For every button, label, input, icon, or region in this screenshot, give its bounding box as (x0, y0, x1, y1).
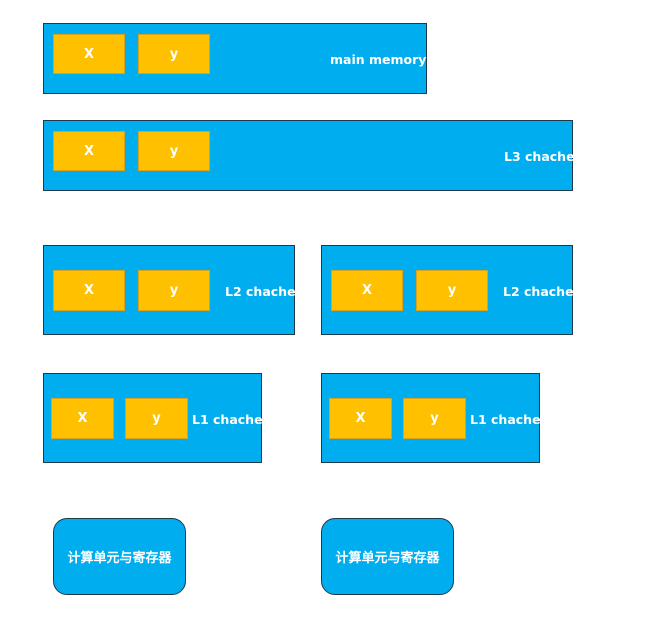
l2-left-x-cell: X (53, 270, 125, 311)
l3-cache-box: X y L3 chache (43, 120, 575, 191)
l2-left-y-cell: y (138, 270, 210, 311)
l1-right-x-cell: X (329, 398, 392, 439)
l2-right-y-cell: y (416, 270, 488, 311)
l2-cache-right-box: X y L2 chache (321, 245, 574, 335)
l1-right-label: L1 chache (470, 412, 541, 427)
l3-y-cell: y (138, 131, 210, 171)
l1-cache-right-box: X y L1 chache (321, 373, 541, 463)
main-memory-box: X y main memory (43, 23, 427, 94)
l1-right-y-cell: y (403, 398, 466, 439)
l2-cache-left-box: X y L2 chache (43, 245, 296, 335)
main-memory-y-cell: y (138, 34, 210, 74)
compute-unit-left: 计算单元与寄存器 (53, 518, 186, 595)
main-memory-x-cell: X (53, 34, 125, 74)
l3-cache-label: L3 chache (504, 149, 575, 164)
l1-left-y-cell: y (125, 398, 188, 439)
l2-right-label: L2 chache (503, 284, 574, 299)
l2-left-label: L2 chache (225, 284, 296, 299)
compute-unit-right: 计算单元与寄存器 (321, 518, 454, 595)
l1-left-x-cell: X (51, 398, 114, 439)
l2-right-x-cell: X (331, 270, 403, 311)
l1-cache-left-box: X y L1 chache (43, 373, 263, 463)
l1-left-label: L1 chache (192, 412, 263, 427)
l3-x-cell: X (53, 131, 125, 171)
main-memory-label: main memory (330, 52, 427, 67)
